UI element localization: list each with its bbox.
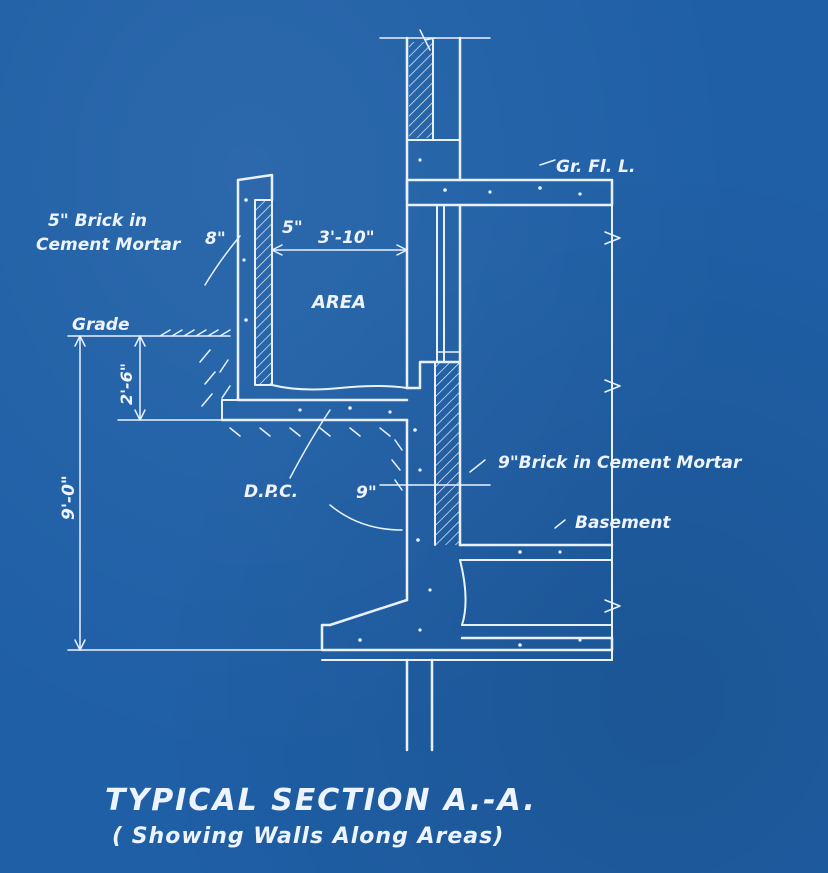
title-block: TYPICAL SECTION A.-A. ( Showing Walls Al… <box>105 783 537 849</box>
label-dim-3-10: 3'-10" <box>318 228 375 248</box>
area-retaining-wall <box>220 173 409 422</box>
label-dpc: D.P.C. <box>244 482 298 502</box>
label-grade: Grade <box>72 315 130 335</box>
label-cement-mortar: Cement Mortar <box>36 235 182 255</box>
brick-hatch-upper <box>409 42 433 138</box>
label-gr-fl-l: Gr. Fl. L. <box>556 157 635 177</box>
brick-hatch-area-wall <box>255 200 272 385</box>
concrete-speckle <box>242 158 582 647</box>
label-dim-5: 5" <box>282 218 303 238</box>
wall-column <box>405 203 462 390</box>
drawing-title: TYPICAL SECTION A.-A. <box>105 783 537 818</box>
label-dim-9: 9" <box>356 483 377 503</box>
earth-hatching <box>159 329 403 491</box>
footing <box>320 598 614 752</box>
outer-wall <box>379 29 491 202</box>
brick-hatch-basement-wall <box>435 362 460 545</box>
label-dim-9-0: 9'-0" <box>59 475 79 520</box>
drawing-labels: 5" Brick in Cement Mortar 8" 5" 3'-10" A… <box>36 157 743 533</box>
label-brick-5: 5" Brick in <box>48 211 147 231</box>
dimension-lines <box>67 159 566 651</box>
drawing-subtitle: ( Showing Walls Along Areas) <box>112 824 504 849</box>
label-basement: Basement <box>575 513 671 533</box>
label-dim-2-6: 2'-6" <box>117 363 136 405</box>
label-brick-9: 9"Brick in Cement Mortar <box>498 453 743 473</box>
label-dim-8: 8" <box>205 229 226 249</box>
basement-wall <box>405 360 614 626</box>
label-area: AREA <box>310 292 366 313</box>
ground-floor-slab <box>405 139 621 661</box>
